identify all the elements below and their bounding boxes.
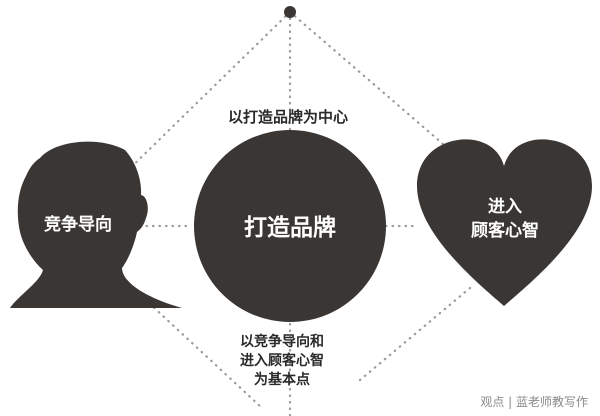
diamond-edge-top-left [116,10,292,182]
watermark-text: 观点 | 蓝老师教写作 [480,394,588,409]
left-label: 竞争导向 [44,214,112,235]
diamond-edge-top-right [288,10,452,152]
head-silhouette [10,141,182,308]
center-circle [194,130,386,322]
right-label-line-2: 顾客心智 [471,220,539,241]
bottom-caption-line-1: 以竞争导向和 [240,333,324,350]
top-caption: 以打造品牌为中心 [228,108,348,126]
center-label: 打造品牌 [244,214,336,241]
diamond-edge-bottom-left [133,288,264,410]
bottom-caption-line-3: 为基本点 [254,371,310,388]
diamond-edge-bottom-right [358,286,472,382]
heart-shape [417,139,592,306]
apex-dot [284,6,296,18]
right-label-line-1: 进入 [488,197,522,217]
bottom-caption-line-2: 进入顾客心智 [240,352,324,369]
